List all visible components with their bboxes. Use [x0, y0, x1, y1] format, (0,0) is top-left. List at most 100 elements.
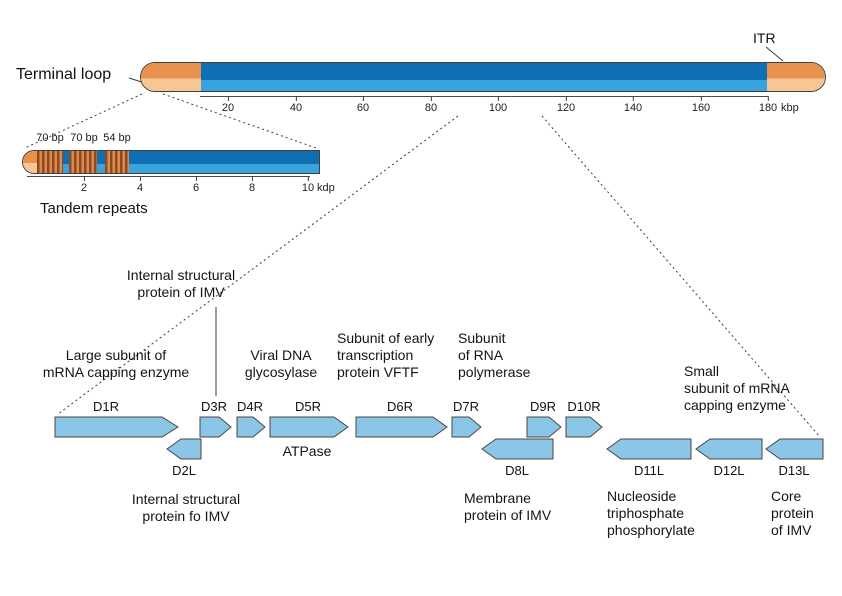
gene-label-d12l: D12L	[713, 463, 745, 478]
itr-pointer-line	[765, 46, 784, 62]
tick-label: 2	[80, 182, 88, 194]
main-scale-tick-180: 180	[759, 96, 777, 114]
tick-mark	[195, 176, 197, 181]
repeat-block-54bp	[105, 151, 129, 173]
inset-scale-tick-8: 8	[249, 176, 255, 194]
tick-mark	[307, 176, 309, 181]
inset-terminal-cap	[23, 151, 37, 173]
annotation-small-subunit-capping: Small subunit of mRNA capping enzyme	[684, 363, 790, 413]
main-scale-tick-40: 40	[290, 96, 302, 114]
inset-scale-tick-6: 6	[193, 176, 199, 194]
main-scale-tick-20: 20	[222, 96, 234, 114]
inset-scale-tick-4: 4	[137, 176, 143, 194]
main-scale-tick-80: 80	[425, 96, 437, 114]
inset-spacer-1	[63, 151, 69, 173]
gene-arrow-d10r	[565, 416, 603, 438]
gene-label-d13l: D13L	[778, 463, 810, 478]
tick-mark	[251, 176, 253, 181]
tick-mark	[497, 96, 499, 101]
tick-label: 40	[289, 102, 303, 114]
gene-label-d11l: D11L	[633, 463, 665, 478]
tick-label: 20	[221, 102, 235, 114]
tick-mark	[295, 96, 297, 101]
inset-body-segment	[129, 151, 319, 173]
tandem-repeat-bar	[22, 150, 320, 174]
tick-label: 80	[424, 102, 438, 114]
gene-arrow-d11l	[606, 438, 692, 460]
inset-scale-axis	[27, 176, 310, 177]
inset-zoom-connector-right	[162, 93, 317, 149]
annotation-early-transcription-vftf: Subunit of early transcription protein V…	[337, 330, 435, 380]
inset-scale-tick-2: 2	[81, 176, 87, 194]
gene-label-d2l: D2L	[172, 463, 196, 478]
annotation-rna-polymerase-subunit: Subunit of RNA polymerase	[458, 330, 531, 380]
tick-label: 8	[248, 182, 256, 194]
gene-arrow-d6r	[355, 416, 448, 438]
gene-arrow-d1r	[54, 416, 179, 438]
inset-spacer-2	[97, 151, 105, 173]
main-scale-tick-140: 140	[624, 96, 642, 114]
tick-mark	[227, 96, 229, 101]
gene-arrow-d7r	[451, 416, 482, 438]
gene-arrow-d9r	[526, 416, 562, 438]
tick-mark	[362, 96, 364, 101]
gene-label-d1r: D1R	[92, 399, 120, 414]
main-scale-tick-160: 160	[692, 96, 710, 114]
tick-mark	[139, 176, 141, 181]
left-itr-segment	[141, 63, 201, 91]
main-scale-tick-120: 120	[557, 96, 575, 114]
gene-arrow-d13l	[765, 438, 824, 460]
annotation-nucleoside-triphosphate: Nucleoside triphosphate phosphorylate	[607, 488, 695, 538]
tick-mark	[632, 96, 634, 101]
gene-zoom-connector-right	[541, 115, 821, 438]
repeat-label-54bp: 54 bp	[103, 132, 131, 144]
annotation-large-subunit-capping: Large subunit of mRNA capping enzyme	[42, 347, 190, 380]
annotation-core-protein-imv: Core protein of IMV	[771, 488, 814, 538]
tick-mark	[565, 96, 567, 101]
right-itr-segment	[767, 63, 825, 91]
gene-arrow-d8l	[481, 438, 554, 460]
gene-label-d10r: D10R	[567, 399, 601, 414]
tick-label: 140	[623, 102, 643, 114]
annotation-atpase: ATPase	[282, 443, 332, 459]
gene-arrow-d2l	[166, 438, 202, 460]
inset-scale-tick-10: 10	[302, 176, 314, 194]
itr-label: ITR	[753, 30, 776, 46]
gene-arrow-d3r	[199, 416, 232, 438]
gene-label-d5r: D5R	[294, 399, 322, 414]
tick-mark	[430, 96, 432, 101]
main-scale-axis	[200, 96, 768, 97]
genome-body-segment	[201, 63, 767, 91]
gene-label-d9r: D9R	[529, 399, 557, 414]
tick-mark	[700, 96, 702, 101]
tick-mark	[767, 96, 769, 101]
gene-arrow-d5r	[269, 416, 349, 438]
repeat-block-70bp-1	[37, 151, 63, 173]
main-scale-tick-100: 100	[489, 96, 507, 114]
gene-arrow-d12l	[695, 438, 763, 460]
annotation-internal-structural-imv: Internal structural protein of IMV	[126, 267, 236, 300]
annotation-membrane-protein-imv: Membrane protein of IMV	[464, 490, 552, 523]
gene-arrow-d4r	[236, 416, 266, 438]
annotation-viral-dna-glycosylase: Viral DNA glycosylase	[244, 347, 318, 380]
gene-label-d6r: D6R	[386, 399, 414, 414]
tick-label: 180	[758, 102, 778, 114]
gene-label-d8l: D8L	[505, 463, 529, 478]
gene-label-d4r: D4R	[236, 399, 264, 414]
gene-label-d3r: D3R	[200, 399, 228, 414]
repeat-label-70bp-1: 70 bp	[36, 132, 64, 144]
tick-label: 120	[556, 102, 576, 114]
tick-label: 10	[301, 182, 315, 194]
inset-scale-unit: kdp	[317, 182, 335, 194]
repeat-label-70bp-2: 70 bp	[70, 132, 98, 144]
repeat-block-70bp-2	[69, 151, 97, 173]
annotation-internal-structural-fo: Internal structural protein fo IMV	[131, 491, 241, 524]
main-scale-tick-60: 60	[357, 96, 369, 114]
tick-label: 160	[691, 102, 711, 114]
tick-label: 100	[488, 102, 508, 114]
gene-zoom-connector-left	[57, 115, 459, 415]
tick-mark	[83, 176, 85, 181]
terminal-loop-label: Terminal loop	[16, 66, 112, 83]
